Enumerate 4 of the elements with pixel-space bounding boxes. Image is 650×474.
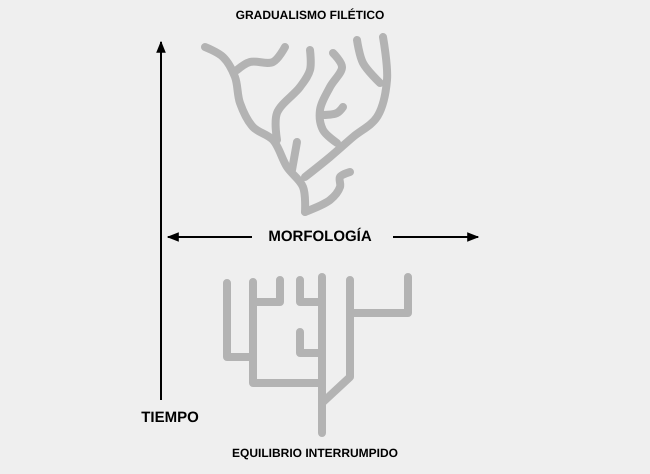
axis-label: MORFOLOGÍA (268, 229, 372, 244)
drawing-caption: GRADUALISMO FILÉTICO (236, 9, 384, 21)
axis-label: TIEMPO (141, 410, 199, 425)
drawing-caption: EQUILIBRIO INTERRUMPIDO (232, 447, 398, 459)
